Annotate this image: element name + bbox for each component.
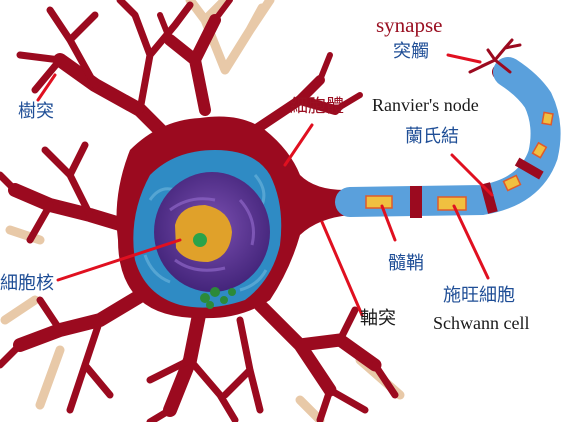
label-ranvier-en: Ranvier's node [372,95,479,115]
label-synapse: synapse [376,13,443,37]
schwann-cells [365,111,554,211]
label-terminal: 突觸 [393,41,429,62]
label-nucleus: 細胞核 [0,273,54,294]
label-ranvier-zh: 蘭氏結 [405,126,459,147]
pointer-lines [36,53,494,317]
label-cell-body: 細胞體 [290,96,344,117]
synaptic-terminal [468,38,522,74]
organelles [200,287,236,309]
myelin-sheath [335,57,561,217]
er-texture [143,174,268,292]
label-axon: 軸突 [360,308,396,329]
background-neuron [0,0,405,422]
nucleolus [175,205,232,262]
nucleus-texture [169,197,255,272]
label-schwann-zh: 施旺細胞 [443,285,515,306]
label-dendrite: 樹突 [18,101,54,122]
ranvier-nodes [410,157,544,218]
dendrites [0,0,399,422]
label-myelin: 髓鞘 [388,253,424,274]
label-schwann-en: Schwann cell [433,313,530,333]
nucleolus-core [193,233,207,247]
